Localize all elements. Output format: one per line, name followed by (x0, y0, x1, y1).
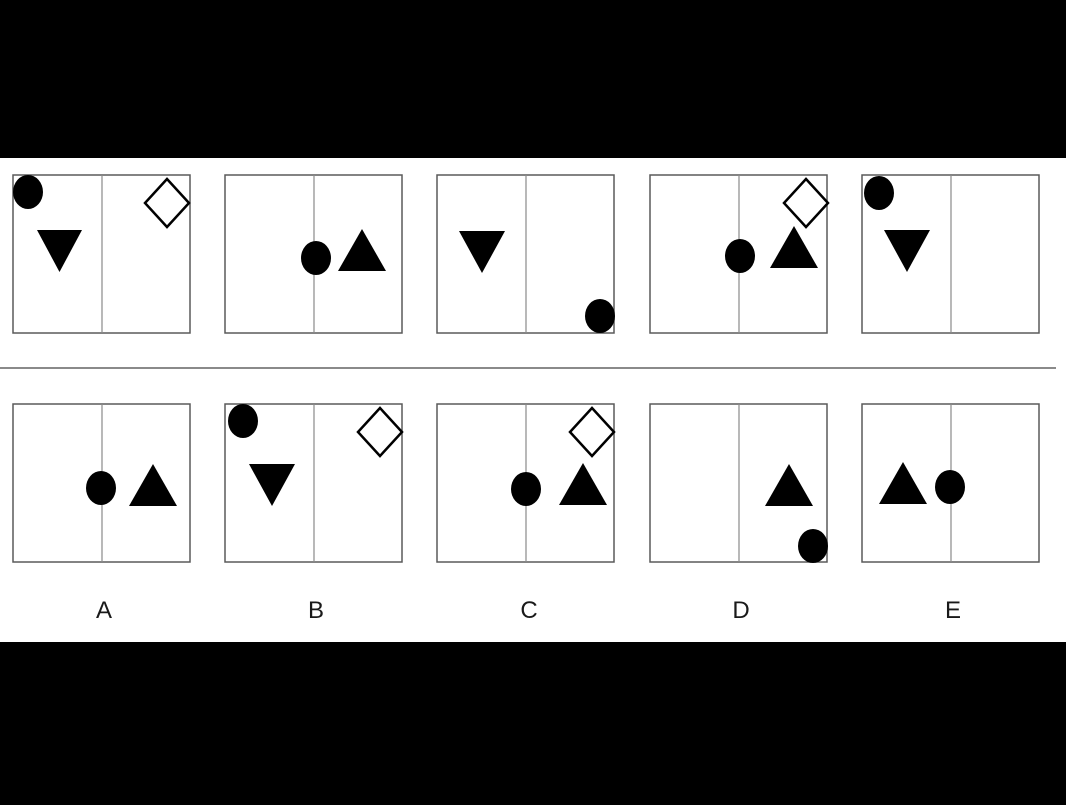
circle-icon (86, 471, 116, 505)
down-triangle-icon (249, 464, 295, 506)
up-triangle-icon (879, 462, 927, 504)
question-frame-5 (861, 174, 1040, 334)
circle-icon (798, 529, 828, 563)
option-label-c[interactable]: C (520, 597, 538, 624)
answer-option-c[interactable] (436, 403, 616, 563)
down-triangle-icon (459, 231, 505, 273)
question-row (12, 174, 1040, 334)
question-frame-4 (649, 174, 830, 334)
outline-diamond-icon (356, 406, 404, 458)
down-triangle-icon (884, 230, 930, 272)
circle-icon (511, 472, 541, 506)
up-triangle-icon (559, 463, 607, 505)
circle-icon (585, 299, 615, 333)
answer-option-a[interactable] (12, 403, 191, 563)
outline-diamond-icon (782, 177, 830, 229)
circle-icon (301, 241, 331, 275)
up-triangle-icon (129, 464, 177, 506)
up-triangle-icon (338, 229, 386, 271)
option-label-d[interactable]: D (732, 597, 750, 624)
down-triangle-icon (37, 230, 82, 272)
answer-row (12, 403, 1040, 563)
circle-icon (935, 470, 965, 504)
up-triangle-icon (765, 464, 813, 506)
outline-diamond-icon (143, 177, 191, 229)
question-frame-1 (12, 174, 191, 334)
answer-option-d[interactable] (649, 403, 828, 563)
up-triangle-icon (770, 226, 818, 268)
circle-icon (228, 404, 258, 438)
circle-icon (13, 175, 43, 209)
answer-option-e[interactable] (861, 403, 1040, 563)
option-label-e[interactable]: E (944, 597, 961, 624)
outline-diamond-icon (568, 406, 616, 458)
question-frame-3 (436, 174, 615, 334)
circle-icon (725, 239, 755, 273)
circle-icon (864, 176, 894, 210)
option-label-b[interactable]: B (307, 597, 324, 624)
answer-option-b[interactable] (224, 403, 404, 563)
option-label-a[interactable]: A (95, 597, 112, 624)
question-frame-2 (224, 174, 403, 334)
